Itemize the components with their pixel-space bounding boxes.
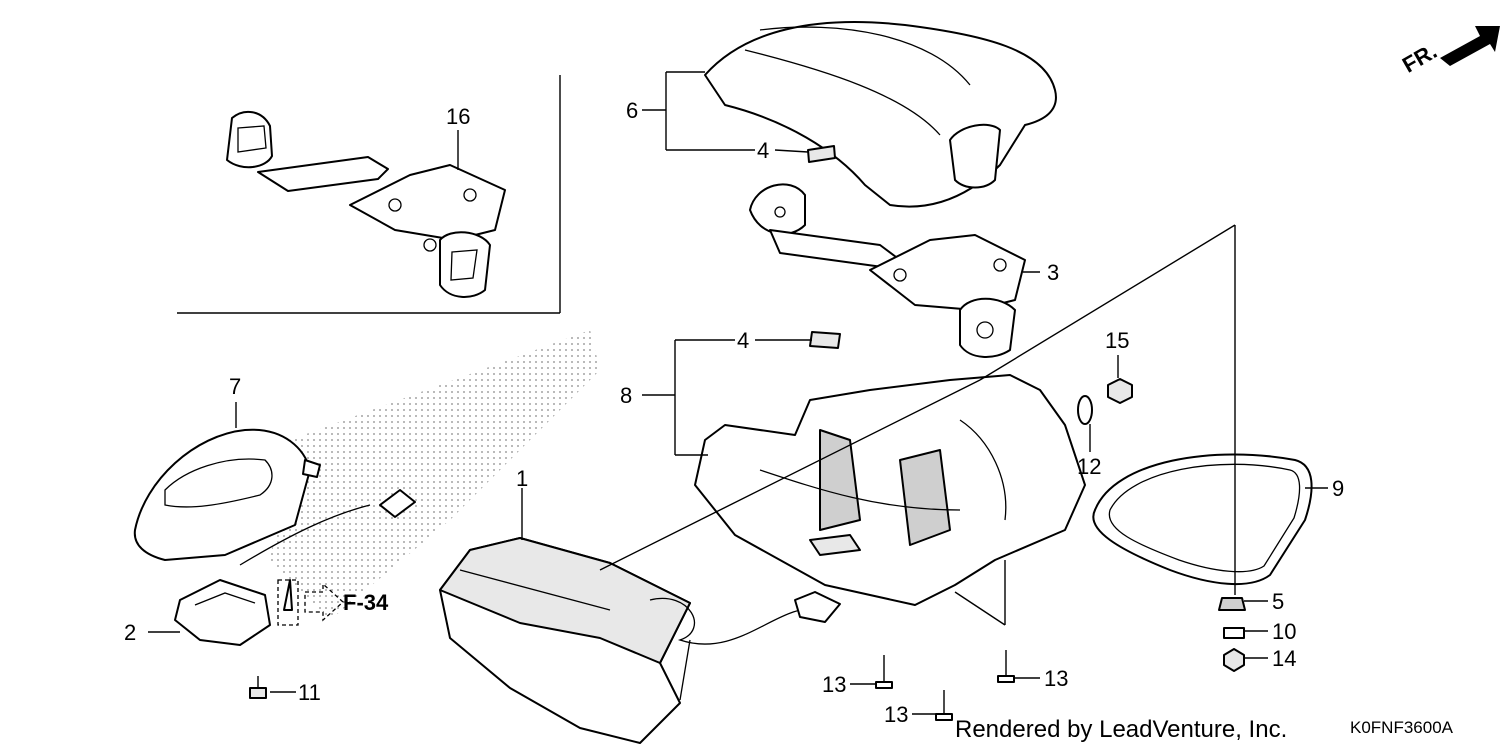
callout-8: 8 — [620, 383, 632, 408]
render-credit: Rendered by LeadVenture, Inc. — [955, 716, 1288, 743]
part-4-pad-lower — [809, 331, 841, 349]
part-1-tail-light — [439, 537, 841, 744]
callout-4-upper: 4 — [757, 138, 769, 163]
callout-9: 9 — [1332, 476, 1344, 501]
shadow-dots — [270, 330, 600, 620]
part-8-housing — [694, 374, 1086, 606]
callout-12: 12 — [1077, 454, 1101, 479]
callout-15: 15 — [1105, 328, 1129, 353]
callout-2: 2 — [124, 620, 136, 645]
reference-label: F-34 — [343, 590, 389, 615]
callout-16: 16 — [446, 104, 470, 129]
callout-13-a: 13 — [822, 672, 846, 697]
leader-lines — [148, 71, 1328, 715]
callout-1: 1 — [516, 466, 528, 491]
callout-13-b: 13 — [1044, 666, 1068, 691]
inset-frame — [177, 75, 561, 314]
callout-13-c: 13 — [884, 702, 908, 727]
diagram-code: K0FNF3600A — [1350, 718, 1453, 737]
part-6-lens — [133, 428, 321, 561]
part-2-license-light — [174, 489, 416, 646]
f34-reference-arrow — [277, 579, 344, 626]
callout-3: 3 — [1047, 260, 1059, 285]
callout-10: 10 — [1272, 619, 1296, 644]
part-16-bracket — [226, 110, 506, 298]
callout-4-lower: 4 — [737, 328, 749, 353]
part-7-seat-cowl — [704, 21, 1057, 208]
front-arrow-icon — [1440, 26, 1500, 66]
callout-14: 14 — [1272, 646, 1296, 671]
hardware — [249, 378, 1246, 721]
part-9-gasket — [1092, 453, 1313, 585]
part-3-bracket — [749, 183, 1026, 358]
callout-11: 11 — [298, 680, 321, 705]
callouts: 6 4 16 3 4 8 15 12 7 9 1 2 5 10 14 11 13… — [124, 98, 1344, 727]
callout-6: 7 — [229, 374, 241, 399]
callout-5: 5 — [1272, 589, 1284, 614]
callout-7: 6 — [626, 98, 638, 123]
